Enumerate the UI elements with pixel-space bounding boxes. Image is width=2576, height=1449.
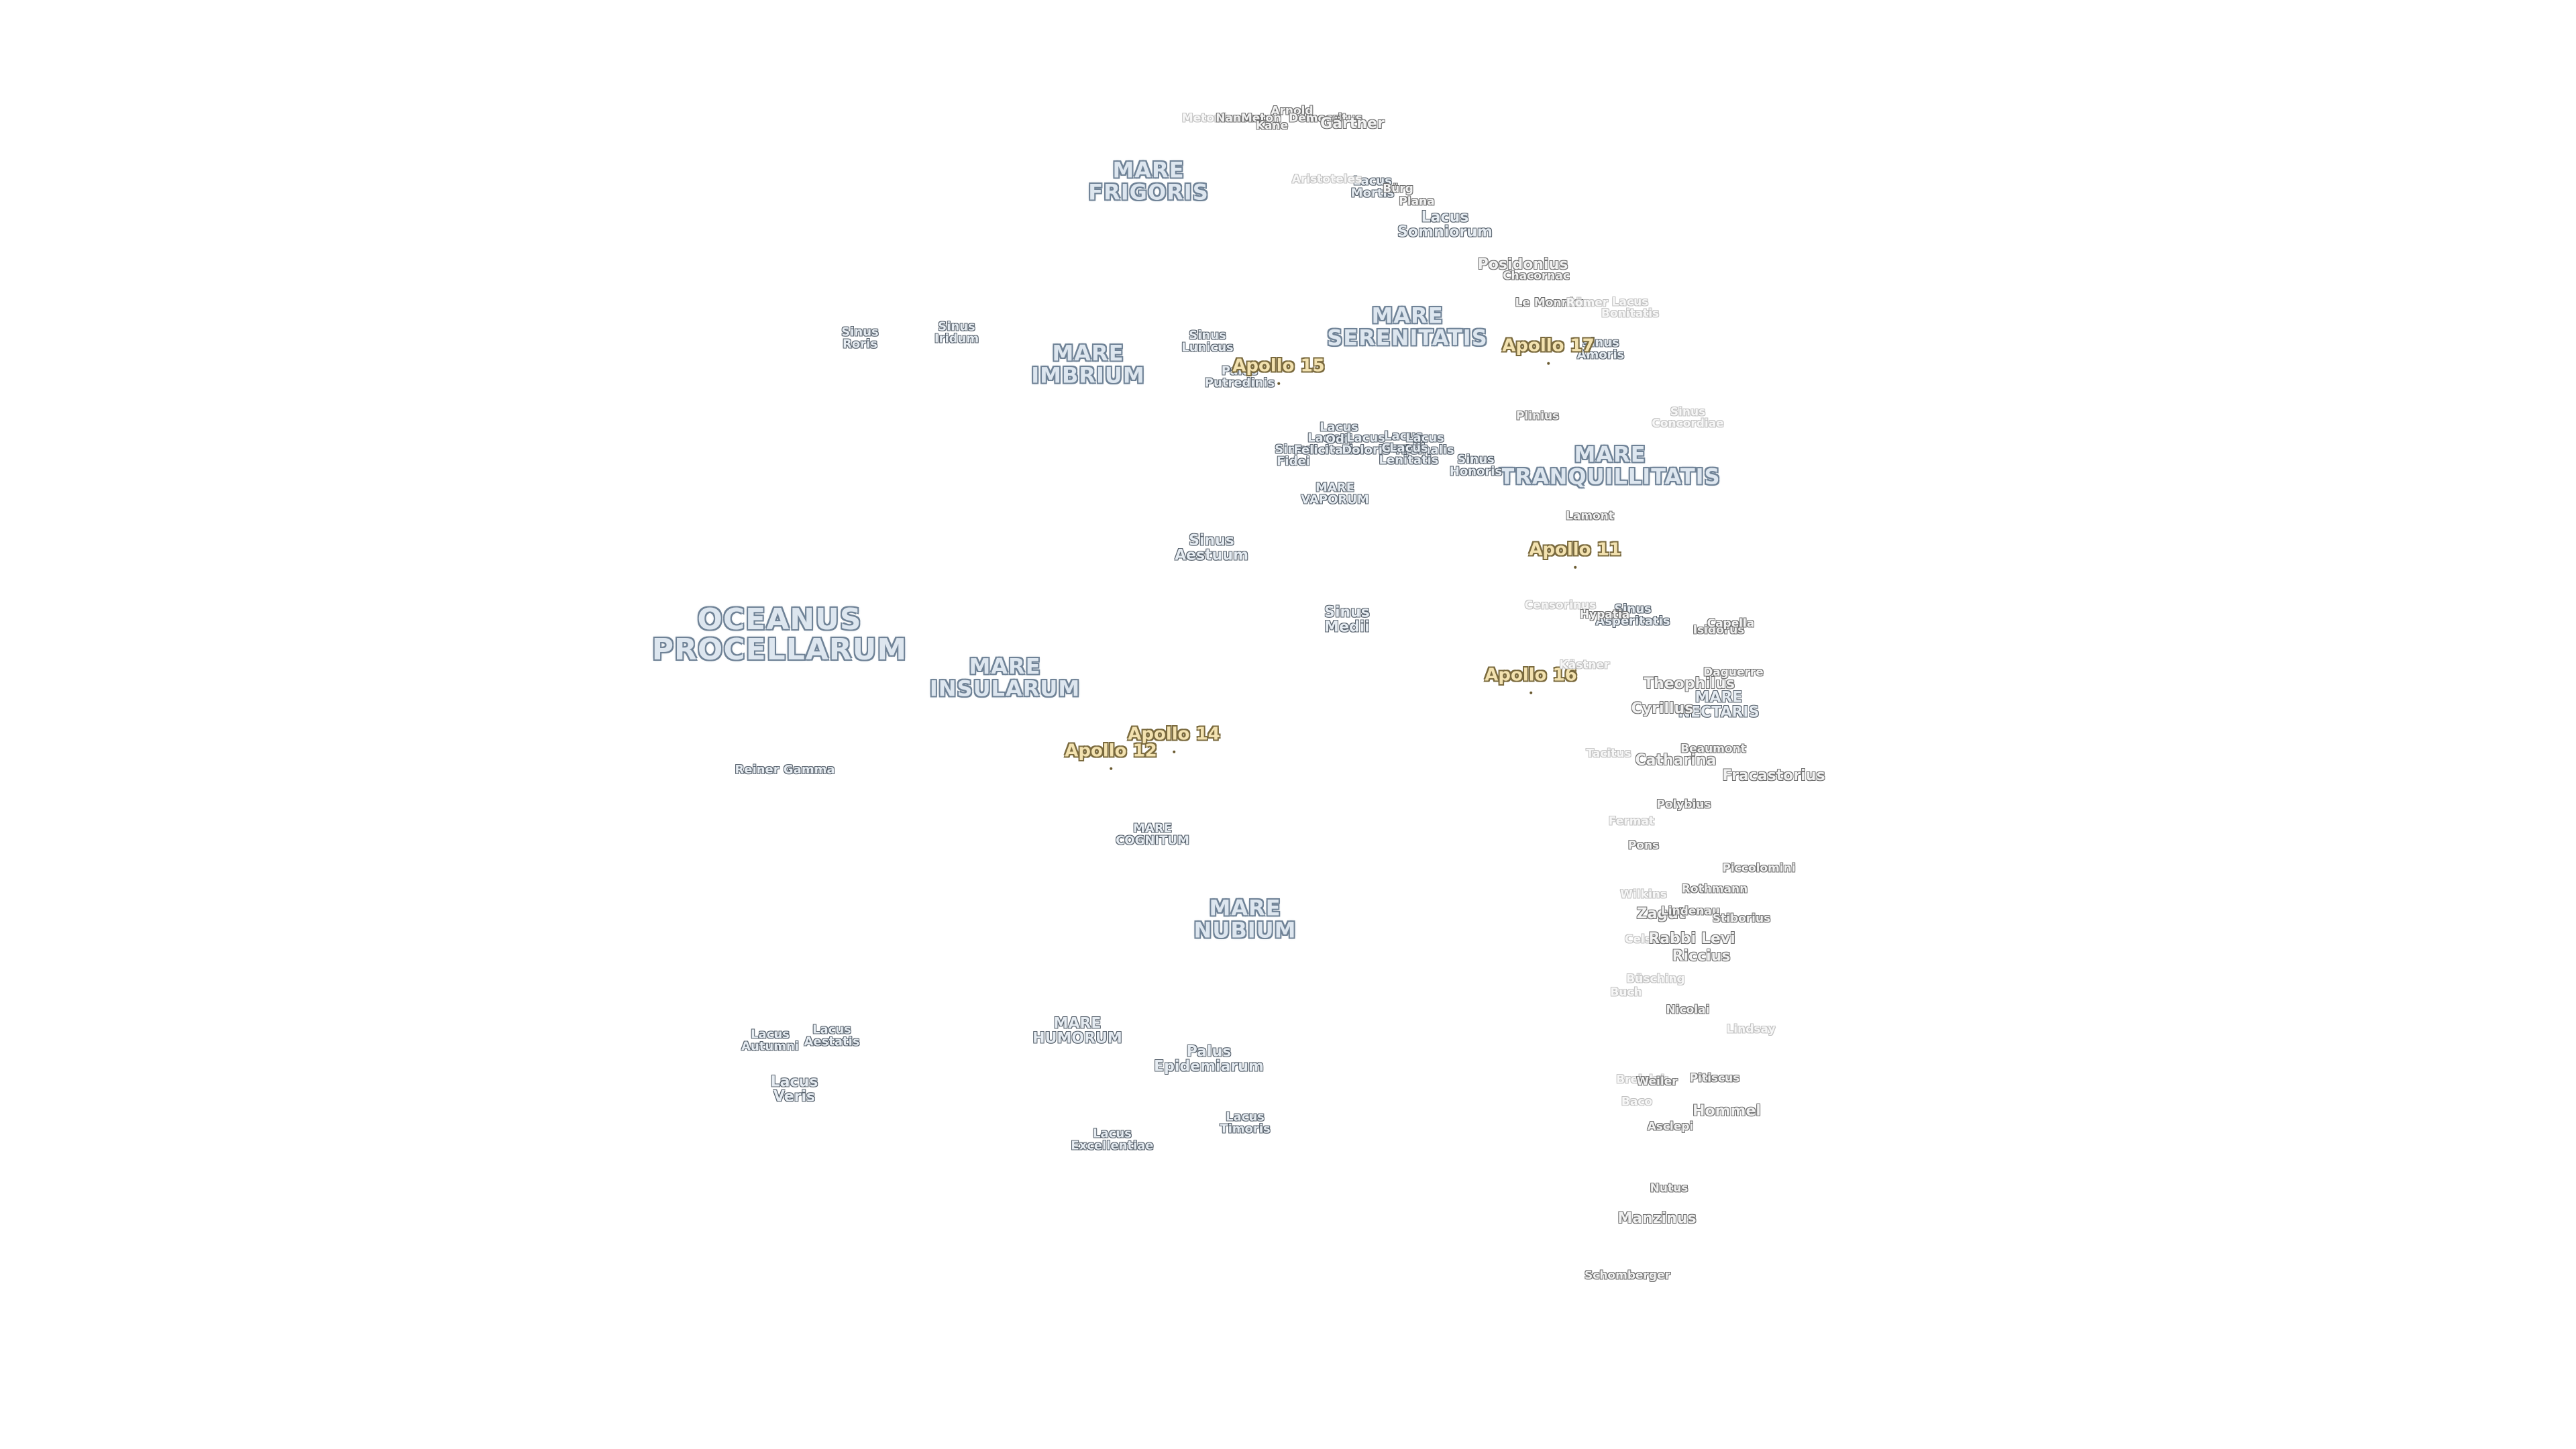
map-label-tacitus: Tacitus xyxy=(1586,747,1631,761)
map-label-manzinus: Manzinus xyxy=(1617,1210,1697,1227)
map-label-mare-serenitatis: MARE SERENITATIS xyxy=(1327,303,1488,350)
map-label-pitiscus: Pitiscus xyxy=(1689,1071,1740,1085)
map-label-lindsay: Lindsay xyxy=(1726,1022,1776,1036)
map-label-aristoteles: Aristoteles xyxy=(1291,172,1362,186)
map-label-baco: Baco xyxy=(1621,1095,1653,1109)
map-label-sinus-lunicus: Sinus Lunicus xyxy=(1181,328,1234,355)
map-label-mare-nectaris: MARE NECTARIS xyxy=(1678,689,1760,721)
map-label-lacus-autumni: Lacus Autumni xyxy=(741,1027,799,1054)
map-label-palus-epidemiarum: Palus Epidemiarum xyxy=(1154,1043,1264,1075)
map-label-lacus-aestatis: Lacus Aestatis xyxy=(804,1022,860,1049)
map-label-lindenau: Lindenau xyxy=(1660,904,1721,918)
map-label-sinus-roris: Sinus Roris xyxy=(841,325,879,352)
map-label-lacus-excellentiae: Lacus Excellentiae xyxy=(1071,1126,1154,1153)
map-label-plana: Plana xyxy=(1399,195,1435,209)
map-label-sinus-medii: Sinus Medii xyxy=(1324,604,1370,636)
map-label-apollo-11: Apollo 11 xyxy=(1529,539,1621,568)
map-label-mare-vaporum: MARE VAPORUM xyxy=(1301,480,1369,507)
map-label-wilkins: Wilkins xyxy=(1620,888,1667,902)
map-label-hommel: Hommel xyxy=(1693,1102,1761,1120)
map-label-lacus-lenitatis: Lacus Lenitatis xyxy=(1379,441,1439,468)
map-label-arnold: Arnold xyxy=(1271,104,1313,118)
map-label-le-monnier: Le Monnier xyxy=(1515,296,1587,310)
map-label-apollo-15: Apollo 15 xyxy=(1232,356,1325,384)
map-label-apollo-12: Apollo 12 xyxy=(1065,741,1157,769)
map-label-nutus: Nutus xyxy=(1650,1181,1688,1195)
map-label-reiner-gamma: Reiner Gamma xyxy=(735,762,835,777)
map-label-lacus-mortis: Lacus Mortis xyxy=(1350,174,1395,201)
map-label-plinius: Plinius xyxy=(1515,409,1560,423)
map-label-schomberger: Schomberger xyxy=(1585,1269,1670,1283)
map-label-apollo-17: Apollo 17 xyxy=(1502,335,1595,364)
map-label-chacornac: Chacornac xyxy=(1503,269,1570,283)
map-label-riccius: Riccius xyxy=(1672,947,1731,965)
map-label-sinus-fidei: Sinus Fidei xyxy=(1275,442,1312,469)
map-label-buch: Buch xyxy=(1610,985,1642,1000)
map-label-lacus-odii: Lacus Odii xyxy=(1320,420,1358,447)
map-label-k-stner: Kästner xyxy=(1559,658,1610,672)
map-label-mare-nubium: MARE NUBIUM xyxy=(1193,895,1297,943)
map-label-apollo-16: Apollo 16 xyxy=(1485,665,1577,694)
map-label-oceanus-procellarum: OCEANUS PROCELLARUM xyxy=(651,602,908,667)
map-label-lacus-hiemalis: Lacus Hiemalis xyxy=(1395,431,1454,458)
map-label-lacus-bonitatis: Lacus Bonitatis xyxy=(1601,295,1660,321)
map-label-g-rtner: Gärtner xyxy=(1320,115,1385,132)
map-label-sinus-aestuum: Sinus Aestuum xyxy=(1175,532,1248,564)
map-label-zagut: Zagut xyxy=(1636,905,1686,922)
map-label-meton: Meton xyxy=(1240,111,1282,125)
map-label-theophilus: Theophilus xyxy=(1644,675,1735,692)
map-label-daguerre: Daguerre xyxy=(1703,665,1764,680)
map-label-weiler: Weiler xyxy=(1636,1075,1678,1089)
map-label-b-sching: Büsching xyxy=(1626,972,1685,986)
map-label-rothmann: Rothmann xyxy=(1681,882,1748,896)
map-label-sinus-concordiae: Sinus Concordiae xyxy=(1652,405,1724,431)
map-label-catharina: Catharina xyxy=(1635,751,1717,769)
map-label-fracastorius: Fracastorius xyxy=(1722,767,1825,784)
map-label-pons: Pons xyxy=(1627,839,1660,853)
map-label-mare-humorum: MARE HUMORUM xyxy=(1032,1015,1122,1047)
map-label-lacus-gaudii: Lacus Gaudii xyxy=(1381,429,1426,455)
map-label-sinus-iridum: Sinus Iridum xyxy=(934,319,979,346)
map-label-cyrillus: Cyrillus xyxy=(1631,700,1694,717)
map-label-mare-cognitum: MARE COGNITUM xyxy=(1116,821,1189,848)
map-label-b-rg: Bürg xyxy=(1383,182,1413,196)
map-label-lacus-felicitatis: Lacus Felicitatis xyxy=(1293,431,1360,458)
map-label-beaumont: Beaumont xyxy=(1680,742,1746,756)
map-label-r-mer: Römer xyxy=(1566,296,1609,310)
map-label-mare-insularum: MARE INSULARUM xyxy=(929,653,1081,701)
map-label-democritus: Democritus xyxy=(1289,111,1362,125)
map-label-nicolai: Nicolai xyxy=(1666,1003,1710,1017)
map-label-palus-putredinis: Palus Putredinis xyxy=(1204,364,1275,390)
map-label-celsius: Celsius xyxy=(1625,932,1670,947)
map-label-asclepi: Asclepi xyxy=(1647,1120,1694,1134)
map-label-sinus-amoris: Sinus Amoris xyxy=(1576,335,1625,362)
map-label-lacus-somniorum: Lacus Somniorum xyxy=(1397,209,1493,241)
map-label-lacus-timoris: Lacus Timoris xyxy=(1220,1110,1271,1136)
map-label-stiborius: Stiborius xyxy=(1712,912,1771,926)
map-label-lamont: Lamont xyxy=(1566,509,1614,523)
map-label-mare-frigoris: MARE FRIGORIS xyxy=(1088,157,1209,205)
map-label-sinus-asperitatis: Sinus Asperitatis xyxy=(1595,602,1670,629)
map-label-breislak: Breislak xyxy=(1616,1073,1668,1087)
map-label-mare-imbrium: MARE IMBRIUM xyxy=(1031,340,1145,388)
map-label-polybius: Polybius xyxy=(1656,798,1711,812)
map-label-capella: Capella xyxy=(1707,616,1755,631)
map-label-nansen: Nansen xyxy=(1216,111,1264,125)
map-label-isidorus: Isidorus xyxy=(1693,623,1745,637)
map-label-lacus-veris: Lacus Veris xyxy=(770,1073,818,1106)
map-label-apollo-14: Apollo 14 xyxy=(1128,724,1220,753)
map-label-rabbi-levi: Rabbi Levi xyxy=(1648,930,1735,947)
map-label-fermat: Fermat xyxy=(1608,814,1655,828)
map-label-kane: Kane xyxy=(1255,119,1289,133)
map-label-sinus-honoris: Sinus Honoris xyxy=(1449,452,1503,479)
map-label-metonius: Metonius xyxy=(1181,111,1242,125)
map-label-hypatia: Hypatia xyxy=(1579,608,1630,622)
map-label-mare-tranquillitatis: MARE TRANQUILLITATIS xyxy=(1499,441,1721,489)
map-label-lacus-doloris: Lacus Doloris xyxy=(1342,431,1390,458)
map-label-censorinus: Censorinus xyxy=(1524,598,1597,612)
map-label-posidonius: Posidonius xyxy=(1477,256,1568,273)
map-label-piccolomini: Piccolomini xyxy=(1722,861,1796,875)
